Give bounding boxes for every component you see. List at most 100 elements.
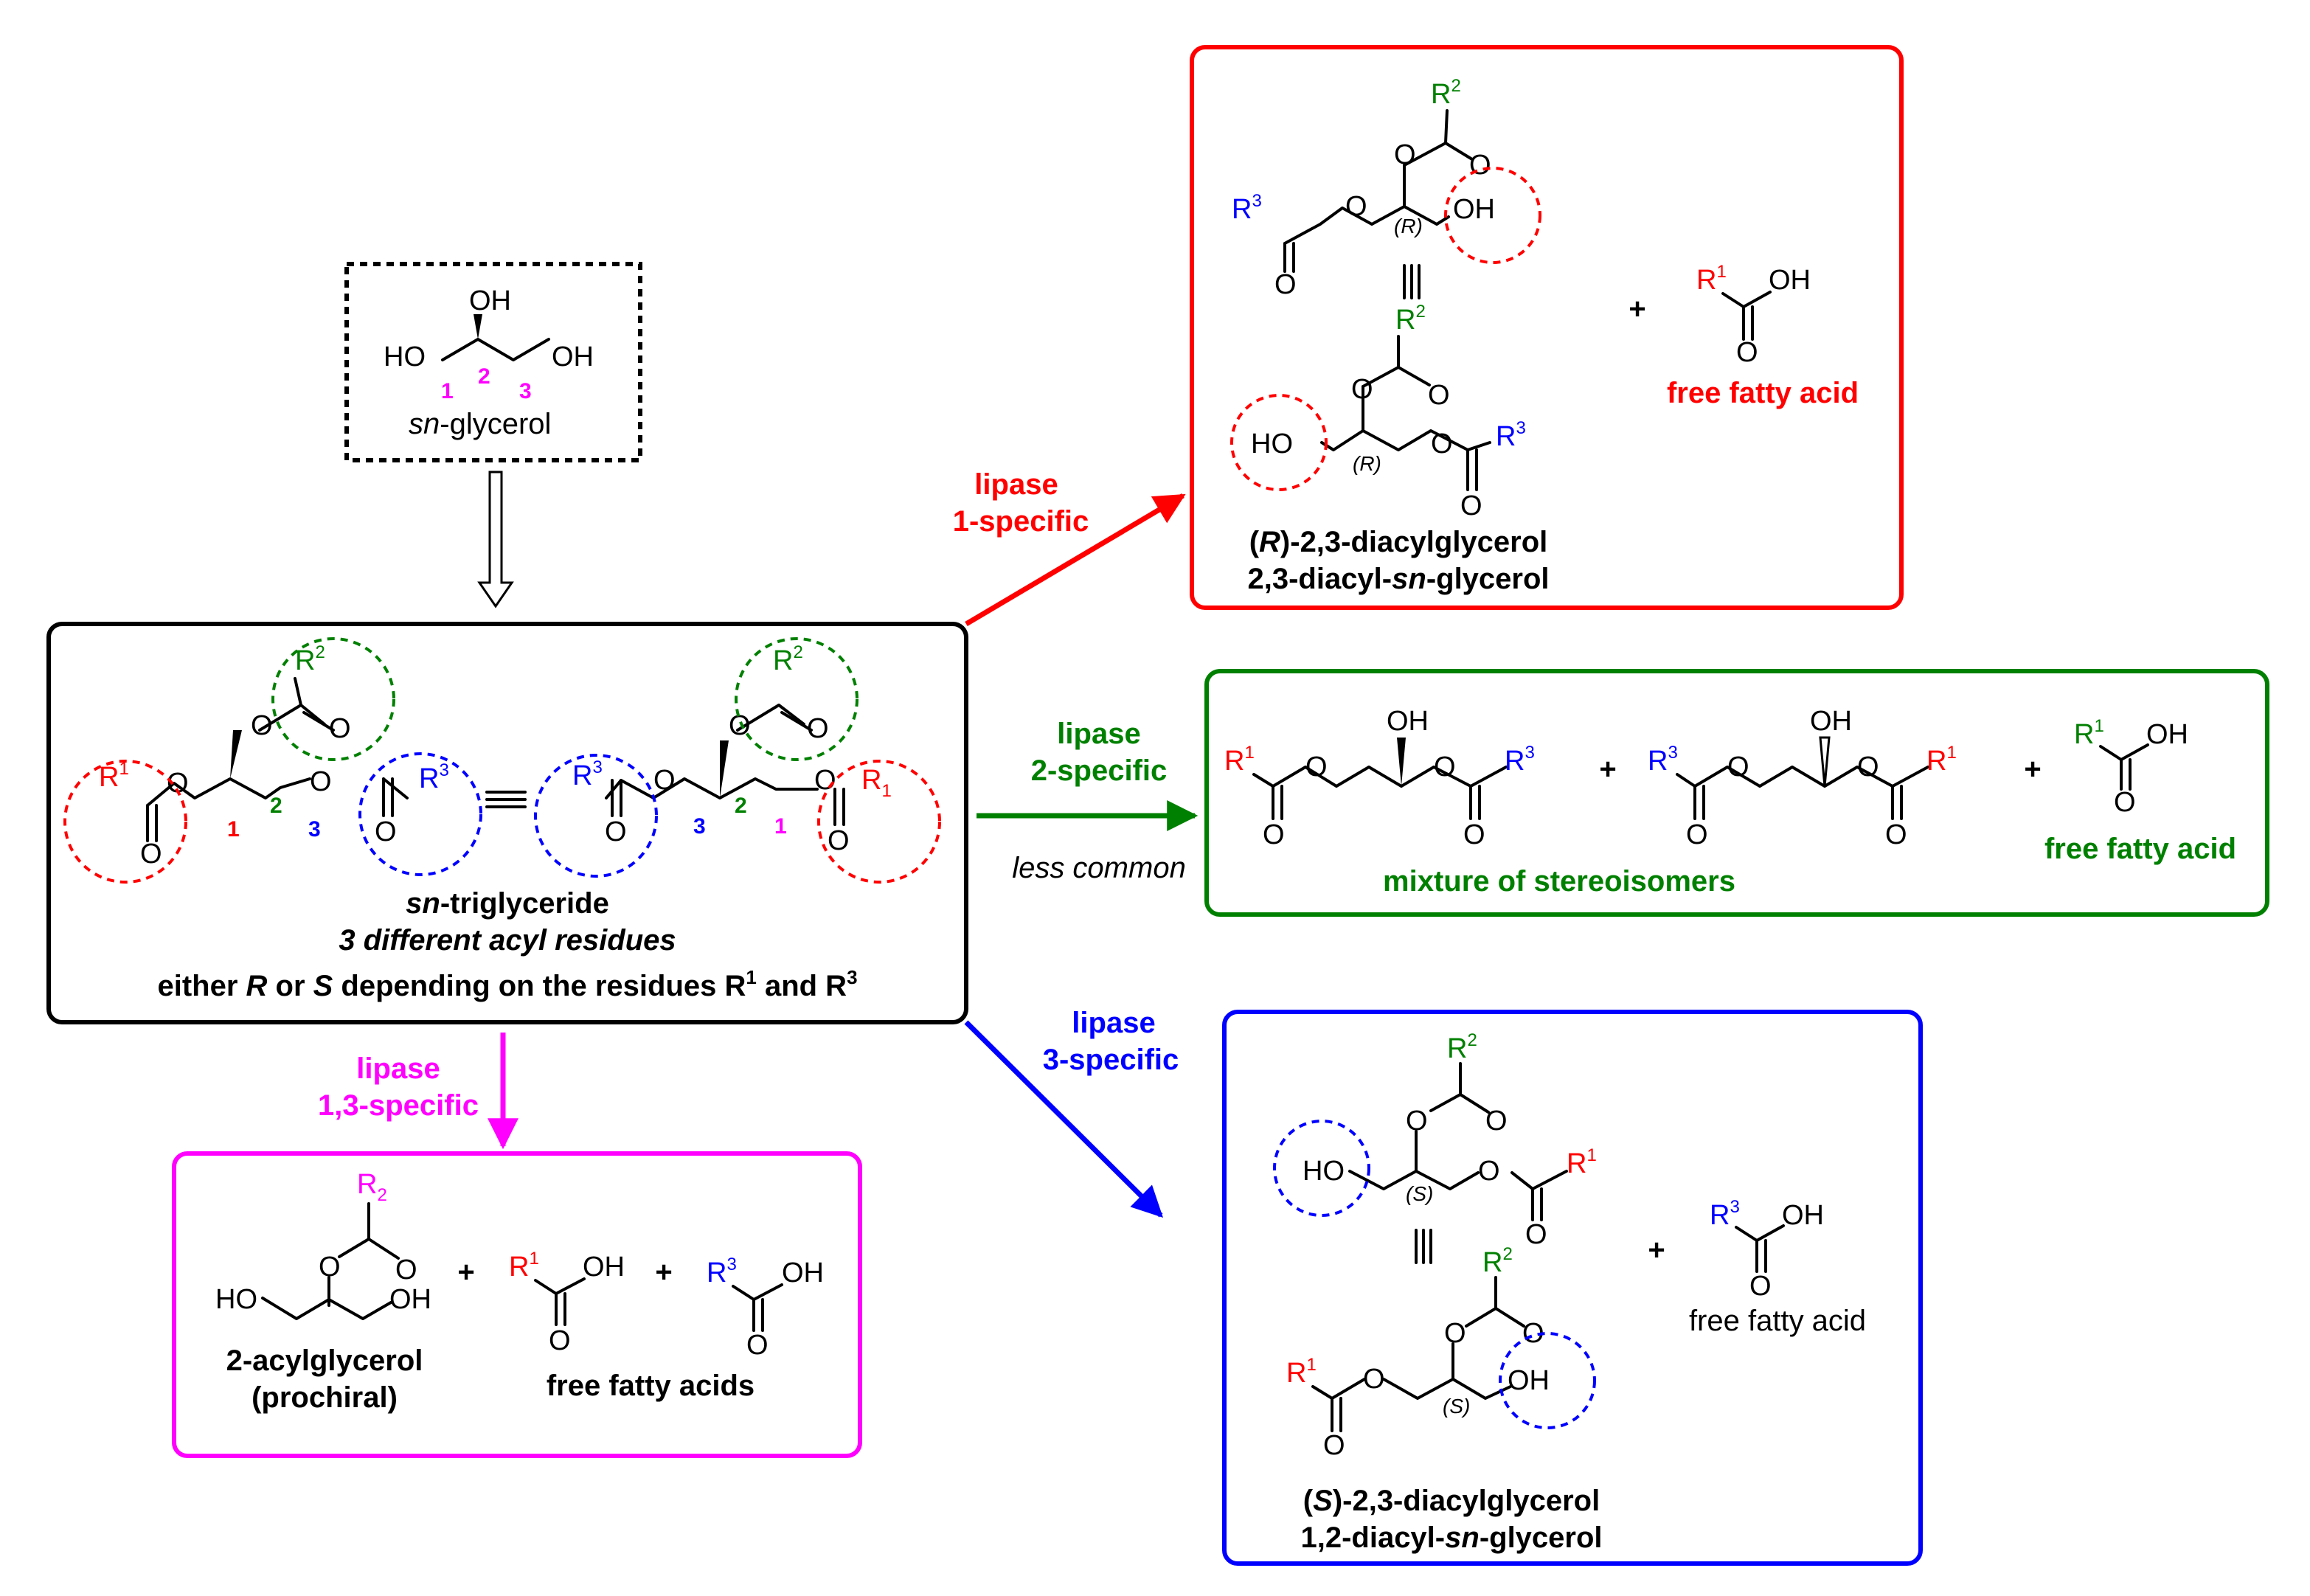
svg-text:R2: R2 <box>1395 302 1426 336</box>
blue-product-sn-name: 1,2-diacyl-sn-glycerol <box>1300 1522 1602 1554</box>
svg-text:O: O <box>1434 752 1456 783</box>
magenta-product-label: 2-acylglycerol <box>226 1345 423 1377</box>
svg-text:R1: R1 <box>2074 716 2104 750</box>
green-mixture-label: mixture of stereoisomers <box>1383 865 1735 898</box>
blue-product-name: (S)-2,3-diacylglycerol <box>1303 1485 1600 1517</box>
svg-text:OH: OH <box>782 1257 824 1288</box>
svg-text:O: O <box>140 839 162 870</box>
svg-text:O: O <box>395 1255 417 1286</box>
svg-text:O: O <box>1305 752 1328 783</box>
box-2-specific: R1 O O O O OH R3 + R3 O O O O OH R1 + R1… <box>1204 669 2269 917</box>
svg-text:O: O <box>1525 1219 1547 1250</box>
svg-text:lipase: lipase <box>1072 1007 1155 1039</box>
svg-text:O: O <box>1345 191 1367 222</box>
svg-text:R3: R3 <box>1496 418 1526 452</box>
svg-text:2: 2 <box>735 794 747 818</box>
svg-text:+: + <box>1599 753 1616 785</box>
svg-text:O: O <box>1394 139 1416 170</box>
svg-text:1-specific: 1-specific <box>953 505 1089 538</box>
svg-text:O: O <box>1444 1318 1466 1349</box>
tg-left-r1: R1 <box>99 759 129 793</box>
svg-text:O: O <box>375 816 397 847</box>
svg-text:lipase: lipase <box>974 468 1058 501</box>
green-acid-oh: OH <box>2146 719 2188 750</box>
svg-text:R1: R1 <box>1567 1145 1597 1179</box>
svg-text:O: O <box>1460 490 1482 521</box>
red-acid-label: free fatty acid <box>1667 377 1859 409</box>
svg-text:O: O <box>1727 752 1749 783</box>
red-top-oh: OH <box>1453 194 1495 225</box>
svg-text:+: + <box>1629 293 1645 325</box>
svg-text:1: 1 <box>774 814 787 839</box>
svg-text:O: O <box>1857 752 1879 783</box>
svg-text:O: O <box>814 765 836 796</box>
tg-left-r3: R3 <box>419 760 449 794</box>
green-acid-label: free fatty acid <box>2044 833 2236 865</box>
svg-text:O: O <box>1463 819 1485 850</box>
svg-text:O: O <box>1885 819 1907 850</box>
red-top-stereo: (R) <box>1394 215 1423 237</box>
svg-text:2-specific: 2-specific <box>1031 754 1168 787</box>
svg-text:3-specific: 3-specific <box>1043 1044 1179 1076</box>
svg-text:R3: R3 <box>707 1255 737 1288</box>
arrow-2-specific: lipase 2-specific less common <box>977 718 1199 884</box>
glycerol-oh-right: OH <box>552 341 594 372</box>
svg-text:O: O <box>2114 787 2136 818</box>
hollow-arrow <box>477 471 514 608</box>
tg-subtitle: 3 different acyl residues <box>339 924 676 957</box>
svg-text:+: + <box>2024 753 2041 785</box>
svg-text:O: O <box>1363 1364 1385 1395</box>
svg-text:R2: R2 <box>1431 76 1461 110</box>
glycerol-box: OH HO OH 1 2 3 sn-glycerol <box>344 262 642 462</box>
svg-text:O: O <box>1469 150 1491 181</box>
svg-text:R1: R1 <box>509 1249 539 1283</box>
arrow-13-specific: lipase 1,3-specific <box>318 1033 518 1150</box>
svg-text:lipase: lipase <box>1057 718 1140 750</box>
magenta-oh: OH <box>389 1284 431 1315</box>
svg-text:O: O <box>251 710 273 741</box>
svg-text:O: O <box>1736 337 1758 368</box>
glycerol-num3: 3 <box>519 379 532 403</box>
svg-text:O: O <box>1428 380 1450 411</box>
svg-text:O: O <box>1478 1156 1500 1187</box>
box-3-specific: R2 O O O O HO (S) R1 R2 O O O O R1 (S) O… <box>1222 1010 1923 1566</box>
red-acid-oh: OH <box>1769 265 1811 296</box>
svg-text:O: O <box>1274 269 1297 300</box>
svg-text:+: + <box>1648 1234 1665 1266</box>
svg-text:2: 2 <box>270 794 282 818</box>
svg-text:O: O <box>605 816 627 847</box>
svg-text:R3: R3 <box>1648 743 1678 777</box>
red-bottom-ho: HO <box>1251 429 1293 459</box>
svg-text:O: O <box>1263 819 1285 850</box>
svg-text:O: O <box>310 766 332 797</box>
svg-text:O: O <box>1749 1271 1772 1302</box>
svg-text:O: O <box>319 1252 341 1283</box>
svg-text:O: O <box>746 1330 769 1361</box>
svg-text:O: O <box>653 765 676 796</box>
box-1-specific: O O O O R3 R2 (R) OH O O O O R2 R3 (R) H… <box>1190 45 1904 610</box>
box-13-specific: R2 O O HO OH + R1 O OH + R3 O OH 2-acylg… <box>172 1151 862 1458</box>
svg-text:R1: R1 <box>1286 1355 1317 1389</box>
svg-text:R1: R1 <box>1926 743 1957 777</box>
magenta-product-note: (prochiral) <box>252 1381 398 1414</box>
magenta-acids-label: free fatty acids <box>547 1370 755 1402</box>
glycerol-num1: 1 <box>441 379 454 403</box>
tg-title: sn-triglyceride <box>406 887 609 920</box>
blue-bottom-oh: OH <box>1508 1365 1550 1396</box>
blue-top-stereo: (S) <box>1406 1182 1433 1205</box>
glycerol-num2: 2 <box>478 364 490 389</box>
svg-text:+: + <box>457 1256 474 1288</box>
svg-text:R1: R1 <box>1696 262 1727 296</box>
svg-text:R2: R2 <box>357 1169 387 1205</box>
red-bottom-stereo: (R) <box>1353 452 1381 475</box>
magenta-ho: HO <box>215 1284 257 1315</box>
green-iso2-oh: OH <box>1810 706 1852 737</box>
arrow-3-specific: lipase 3-specific <box>964 1007 1179 1218</box>
tg-right-r3: R3 <box>572 757 603 791</box>
svg-text:O: O <box>329 713 351 744</box>
tg-right-r1: R1 <box>861 765 892 801</box>
svg-text:OH: OH <box>583 1252 625 1283</box>
svg-text:lipase: lipase <box>356 1052 440 1085</box>
tg-description: either R or S depending on the residues … <box>157 966 857 1002</box>
